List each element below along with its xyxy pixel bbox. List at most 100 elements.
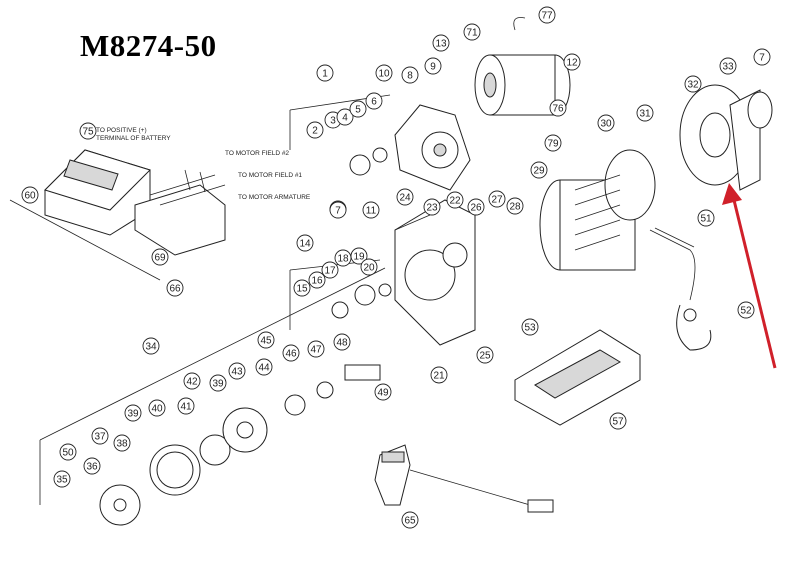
callout-circle <box>308 271 326 289</box>
callout-label: 69 <box>154 253 166 264</box>
callout-circle <box>257 331 275 349</box>
callout-37: 37 <box>91 427 109 445</box>
callout-44: 44 <box>255 358 273 376</box>
callout-46: 46 <box>282 344 300 362</box>
callout-circle <box>549 99 567 117</box>
callout-label: 23 <box>426 203 438 214</box>
callout-circle <box>362 201 380 219</box>
callout-12: 12 <box>563 53 581 71</box>
callout-35: 35 <box>53 470 71 488</box>
callout-circle <box>333 333 351 351</box>
callout-6: 6 <box>365 92 383 110</box>
callout-label: 66 <box>169 284 181 295</box>
callout-circle <box>753 48 771 66</box>
callout-circle <box>329 201 347 219</box>
callout-circle <box>349 100 367 118</box>
callout-label: 1 <box>322 69 328 80</box>
callout-label: 17 <box>324 266 336 277</box>
callout-label: 26 <box>470 203 482 214</box>
note-field2: TO MOTOR FIELD #2 <box>225 150 289 157</box>
callout-76: 76 <box>549 99 567 117</box>
callout-circle <box>374 383 392 401</box>
callout-circle <box>365 92 383 110</box>
callout-60: 60 <box>21 186 39 204</box>
callout-label: 21 <box>433 371 445 382</box>
callout-label: 77 <box>541 11 553 22</box>
callout-circle <box>597 114 615 132</box>
callout-label: 65 <box>404 516 416 527</box>
callout-39: 39 <box>209 374 227 392</box>
callout-label: 14 <box>299 239 311 250</box>
callout-circle <box>53 470 71 488</box>
callout-circle <box>148 399 166 417</box>
callout-label: 35 <box>56 475 68 486</box>
callout-label: 51 <box>700 214 712 225</box>
callout-2: 2 <box>306 121 324 139</box>
callout-7: 7 <box>329 201 347 219</box>
callout-circle <box>321 261 339 279</box>
callout-69: 69 <box>151 248 169 266</box>
callout-label: 75 <box>82 127 94 138</box>
callout-23: 23 <box>423 198 441 216</box>
callout-label: 38 <box>116 439 128 450</box>
callout-25: 25 <box>476 346 494 364</box>
control-pack <box>9 149 226 281</box>
callout-circle <box>177 397 195 415</box>
callout-circle <box>91 427 109 445</box>
callout-21: 21 <box>430 366 448 384</box>
callout-label: 36 <box>86 462 98 473</box>
callout-label: 45 <box>260 336 272 347</box>
callout-24: 24 <box>396 188 414 206</box>
callout-circle <box>360 258 378 276</box>
callout-label: 20 <box>363 263 375 274</box>
callout-label: 34 <box>145 342 157 353</box>
callout-4: 4 <box>336 108 354 126</box>
callout-circle <box>609 412 627 430</box>
callout-circle <box>476 346 494 364</box>
callout-label: 29 <box>533 166 545 177</box>
callout-label: 49 <box>377 388 389 399</box>
callout-1: 1 <box>316 64 334 82</box>
callout-circle <box>316 64 334 82</box>
callout-33: 33 <box>719 57 737 75</box>
callout-label: 39 <box>212 379 224 390</box>
brake-group <box>289 259 392 330</box>
callout-9: 9 <box>424 57 442 75</box>
callout-label: 5 <box>355 105 361 116</box>
callout-circle <box>255 358 273 376</box>
callout-circle <box>697 209 715 227</box>
callout-label: 15 <box>296 284 308 295</box>
callout-circle <box>79 122 97 140</box>
callout-label: 48 <box>336 338 348 349</box>
callout-57: 57 <box>609 412 627 430</box>
callout-48: 48 <box>333 333 351 351</box>
callout-label: 27 <box>491 195 503 206</box>
callout-19: 19 <box>350 247 368 265</box>
note-field1: TO MOTOR FIELD #1 <box>238 172 302 179</box>
callout-53: 53 <box>521 318 539 336</box>
callout-5: 5 <box>349 100 367 118</box>
callout-circle <box>209 374 227 392</box>
callout-circle <box>636 104 654 122</box>
fairlead <box>514 329 641 426</box>
callout-circle <box>544 134 562 152</box>
indicator-arrow <box>722 183 777 369</box>
callout-28: 28 <box>506 197 524 215</box>
callout-10: 10 <box>375 64 393 82</box>
callout-circle <box>228 362 246 380</box>
callout-circle <box>306 121 324 139</box>
callout-circle <box>432 34 450 52</box>
note-positive-2: TERMINAL OF BATTERY <box>96 135 171 142</box>
callout-34: 34 <box>142 337 160 355</box>
note-armature: TO MOTOR ARMATURE <box>238 194 311 201</box>
callout-circle <box>350 247 368 265</box>
callout-label: 10 <box>378 69 390 80</box>
callout-7: 7 <box>753 48 771 66</box>
callout-circle <box>396 188 414 206</box>
diagram-title: M8274-50 <box>80 28 217 63</box>
callout-22: 22 <box>446 191 464 209</box>
callout-43: 43 <box>228 362 246 380</box>
callout-label: 71 <box>466 28 478 39</box>
callout-label: 46 <box>285 349 297 360</box>
callout-18: 18 <box>334 249 352 267</box>
